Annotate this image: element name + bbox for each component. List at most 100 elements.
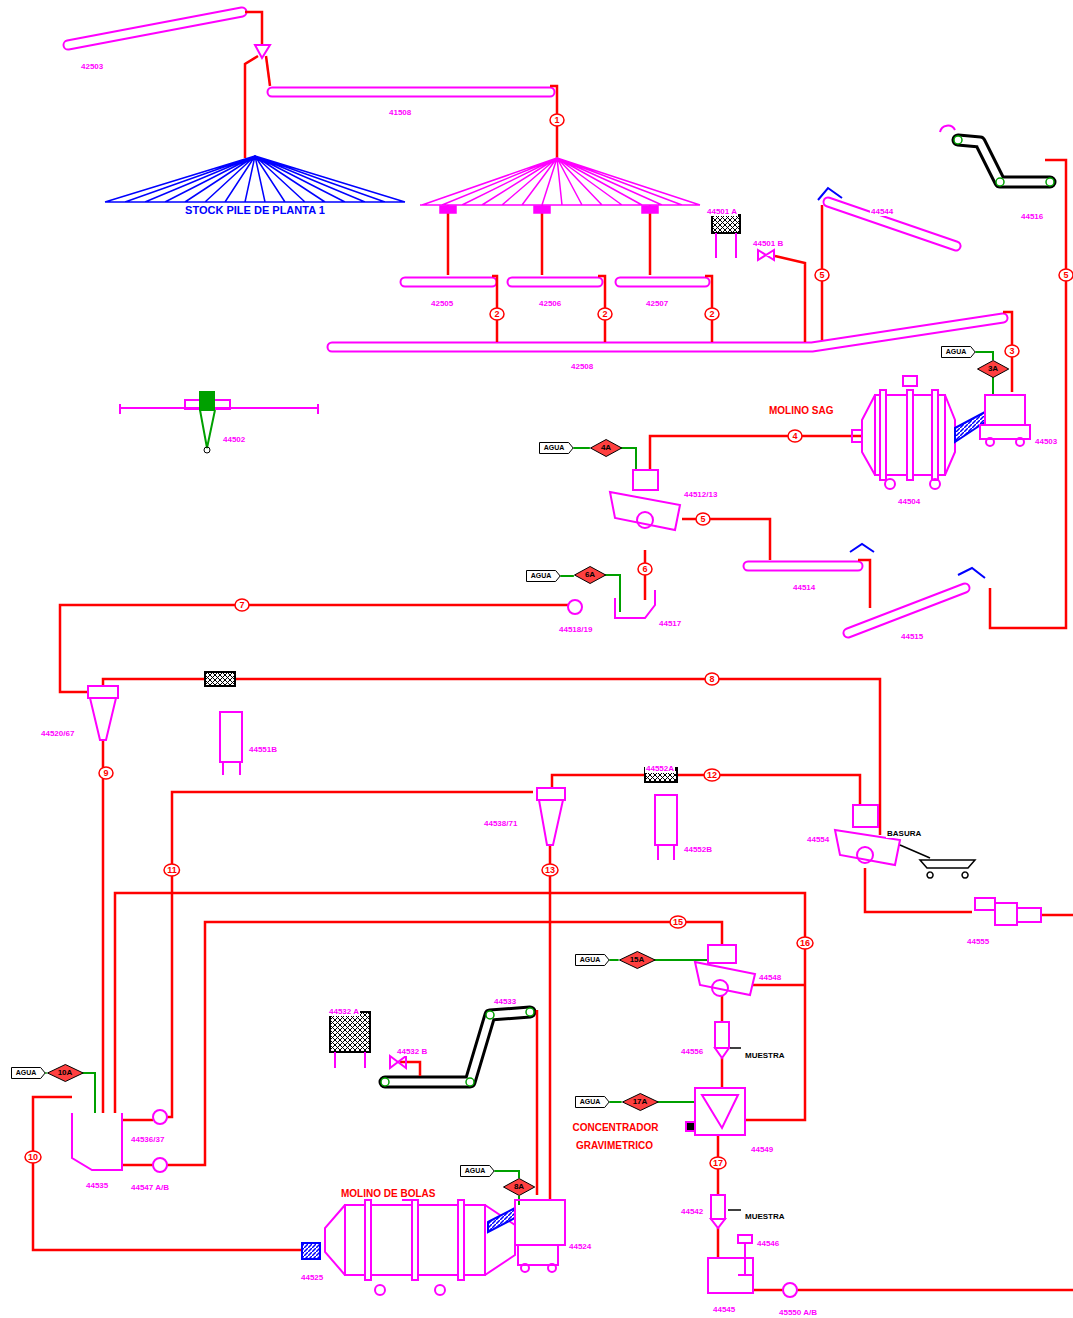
equipment — [783, 1283, 797, 1297]
label-holder: 44515 — [900, 625, 924, 643]
node-text: 12 — [703, 768, 721, 782]
equipment-name: BASURA — [886, 829, 922, 838]
equipment-tag: 44556 — [680, 1047, 704, 1056]
conveyor — [848, 588, 965, 633]
equipment-tag: 44518/19 — [558, 625, 593, 634]
equipment — [458, 1200, 464, 1280]
conveyor — [620, 277, 705, 288]
equipment — [995, 903, 1017, 925]
label-holder: 44501 B — [752, 232, 784, 250]
label-holder: 44549 — [750, 1138, 774, 1156]
node-text: AGUA — [575, 1096, 610, 1108]
flow-line — [245, 12, 262, 45]
label-holder: 44517 — [658, 612, 682, 630]
conveyor — [68, 12, 242, 45]
stream-number: 2 — [597, 307, 613, 321]
diamond-outline — [47, 1065, 83, 1082]
stream-number: 1 — [549, 113, 565, 127]
equipment-tag: 44532 B — [396, 1047, 428, 1056]
conveyor — [526, 1008, 534, 1016]
equipment — [958, 568, 985, 578]
tag-outline — [11, 1068, 45, 1079]
equipment — [738, 1243, 752, 1275]
conveyor — [68, 12, 1003, 633]
equipment — [695, 962, 755, 995]
conveyor — [958, 140, 1050, 182]
equipment — [204, 447, 210, 453]
equipment-tag: 44501 B — [752, 239, 784, 248]
stream-number: 2 — [489, 307, 505, 321]
flow-line — [266, 56, 270, 86]
equipment-tag: 45550 A/B — [778, 1308, 818, 1317]
equipment-tag: 44517 — [658, 619, 682, 628]
conveyor — [748, 561, 858, 572]
node-text: 6 — [637, 562, 653, 576]
equipment-tag: 44503 — [1034, 437, 1058, 446]
stream-number: 10 — [24, 1150, 42, 1164]
conveyor — [620, 279, 705, 286]
equipment — [88, 686, 118, 698]
label-holder: 44552A — [645, 757, 675, 775]
equipment-tag: 44520/67 — [40, 729, 75, 738]
label-holder: 42507 — [645, 292, 669, 310]
stream-circle — [696, 513, 710, 525]
water-line — [654, 1101, 695, 1103]
tag-outline — [575, 1097, 609, 1108]
equipment-tag: 42507 — [645, 299, 669, 308]
equipment — [850, 544, 874, 552]
label-holder: 44503 — [1034, 430, 1058, 448]
label-holder: 42503 — [80, 55, 104, 73]
equipment — [655, 795, 677, 845]
equipment-tag: 44504 — [897, 497, 921, 506]
node-text: 5 — [1058, 268, 1073, 282]
equipment — [365, 1200, 371, 1280]
node-text: 3 — [1004, 344, 1020, 358]
equipment-tag: 44554 — [806, 835, 830, 844]
equipment — [488, 1208, 515, 1232]
label-holder: 44518/19 — [558, 618, 593, 636]
equipment — [200, 392, 214, 410]
diamond-outline — [503, 1179, 534, 1196]
stream-circle — [235, 599, 249, 611]
conveyor — [385, 140, 1050, 1082]
equipment — [610, 492, 680, 530]
node-text: 10A — [47, 1064, 84, 1082]
conveyor — [748, 563, 858, 570]
equipment — [633, 470, 658, 490]
label-holder: 44504 — [897, 490, 921, 508]
water-stream-diamond: 17A — [622, 1093, 659, 1111]
equipment-tag: 44536/37 — [130, 1135, 165, 1144]
water-stream-diamond: 3A — [977, 360, 1009, 378]
label-holder: 45550 A/B — [778, 1301, 818, 1318]
equipment — [335, 1052, 365, 1068]
water-connector — [975, 352, 993, 360]
water-inlet-tag: AGUA — [539, 442, 574, 454]
stock-pile-fan — [105, 156, 405, 202]
flow-line — [752, 984, 805, 987]
label-holder: 41508 — [388, 101, 412, 119]
stream-circle — [1059, 269, 1073, 281]
equipment — [920, 860, 975, 878]
node-text: 11 — [163, 863, 181, 877]
conveyor — [272, 87, 550, 98]
stream-number: 15 — [669, 915, 687, 929]
stream-circle — [25, 1151, 41, 1163]
flow-line — [400, 1062, 420, 1076]
label-holder: 44551B — [248, 738, 278, 756]
label-holder: 44501 A — [706, 200, 738, 218]
node-text: 17A — [622, 1093, 659, 1111]
node-text: 17 — [709, 1156, 727, 1170]
flow-line — [448, 205, 650, 275]
flow-line — [492, 276, 712, 342]
equipment — [412, 1200, 418, 1280]
conveyor — [385, 1012, 530, 1082]
equipment — [72, 1113, 122, 1170]
equipment-tag: 44532 A — [328, 1007, 360, 1016]
node-text: AGUA — [11, 1067, 46, 1079]
tag-outline — [539, 443, 573, 454]
water-stream-diamond: 8A — [503, 1178, 535, 1196]
conveyor — [68, 12, 1003, 633]
equipment — [658, 845, 674, 860]
water-stream-diamond: 10A — [47, 1064, 84, 1082]
